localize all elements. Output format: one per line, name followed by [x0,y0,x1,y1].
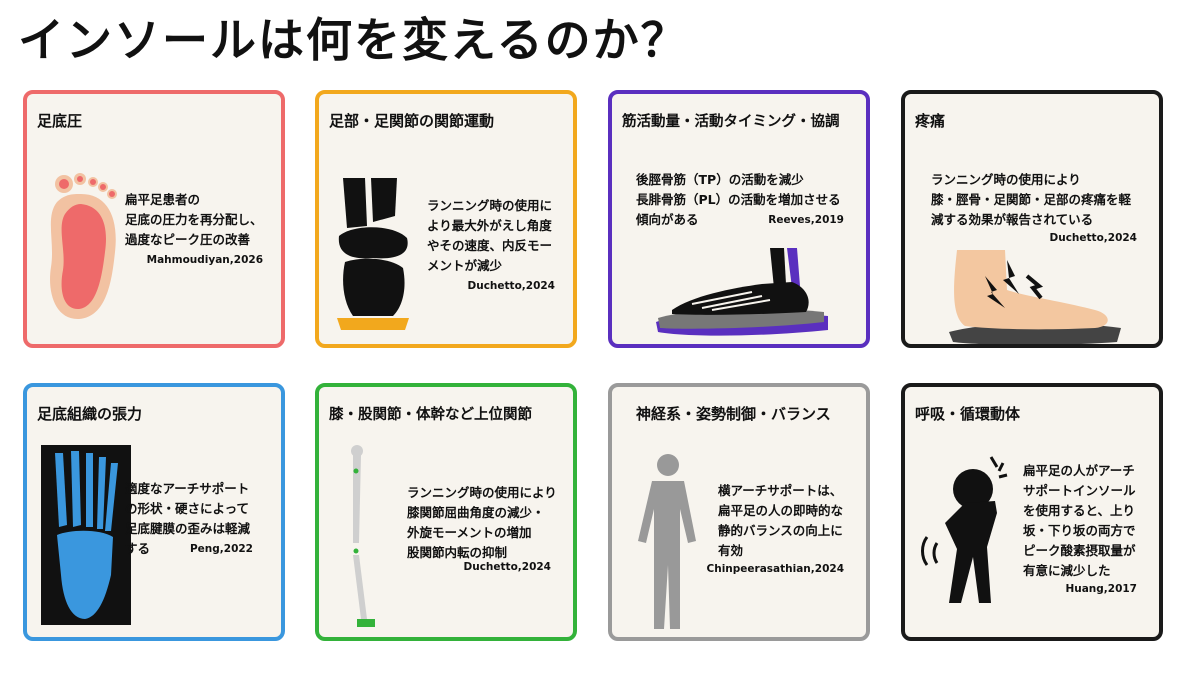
ankle-joint-bones-icon [337,178,409,330]
card-title: 足部・足関節の関節運動 [329,112,495,130]
card-joint-motion: 足部・足関節の関節運動 ランニング時の使用に より最大外がえし角度 やその速度、… [315,90,577,348]
foot-sole-pressure-icon [50,173,117,320]
card-balance: 神経系・姿勢制御・バランス 横アーチサポートは、 扁平足の人の即時的な 静的バラ… [608,383,870,641]
foot-pain-icon [949,250,1121,344]
card-upper-joints: 膝・股関節・体幹など上位関節 ランニング時の使用により 膝関節屈曲角度の減少・ … [315,383,577,641]
card-title: 足底圧 [37,112,83,130]
card-text: ランニング時の使用により 膝・脛骨・足関節・足部の疼痛を軽 減する効果が報告され… [931,172,1132,227]
card-citation: Peng,2022 [189,543,253,555]
card-title: 足底組織の張力 [37,405,143,423]
card-citation: Reeves,2019 [768,214,844,226]
standing-person-icon [638,454,696,629]
card-muscle-activity: 筋活動量・活動タイミング・協調 後脛骨筋（TP）の活動を減少 長腓骨筋（PL）の… [608,90,870,348]
card-title: 筋活動量・活動タイミング・協調 [622,114,840,130]
card-text: 後脛骨筋（TP）の活動を減少 長腓骨筋（PL）の活動を増加させる 傾向がある [636,172,841,227]
card-title: 疼痛 [915,112,946,130]
card-text: 適度なアーチサポート の形状・硬さによって 足底腱膜の歪みは軽減 する [125,481,251,556]
card-text: 扁平足の人がアーチ サポートインソール を使用すると、上り 坂・下り坂の両方で … [1023,463,1136,578]
card-citation: Duchetto,2024 [1049,232,1137,244]
foot-xray-icon [41,445,131,625]
card-plantar-pressure: 足底圧 扁平足患者の 足底の圧力を再分配し、 過度なピーク圧の改善 Mahmou… [23,90,285,348]
card-citation: Duchetto,2024 [467,280,555,292]
page-title: インソールは何を変えるのか？ [18,13,689,67]
card-text: 横アーチサポートは、 扁平足の人の即時的な 静的バランスの向上に 有効 [718,483,844,558]
card-title: 神経系・姿勢制御・バランス [636,405,831,423]
card-title: 膝・股関節・体幹など上位関節 [329,407,532,423]
card-citation: Duchetto,2024 [463,561,551,573]
foot-skeleton-insole-icon [656,248,828,336]
card-citation: Huang,2017 [1065,583,1137,595]
exhausted-person-icon [921,456,1008,603]
card-text: 扁平足患者の 足底の圧力を再分配し、 過度なピーク圧の改善 [125,192,263,247]
card-pain: 疼痛 ランニング時の使用により 膝・脛骨・足関節・足部の疼痛を軽 減する効果が報… [901,90,1163,348]
card-citation: Mahmoudiyan,2026 [146,254,263,266]
leg-skeleton-icon [351,445,375,627]
card-text: ランニング時の使用に より最大外がえし角度 やその速度、内反モー メントが減少 [427,198,553,273]
card-respiratory-circulation: 呼吸・循環動体 扁平足の人がアーチ サポートインソール を使用すると、上り 坂・… [901,383,1163,641]
card-citation: Chinpeerasathian,2024 [706,563,844,575]
card-title: 呼吸・循環動体 [915,405,1021,423]
card-text: ランニング時の使用により 膝関節屈曲角度の減少・ 外旋モーメントの増加 股関節内… [407,485,557,560]
card-plantar-tissue-tension: 足底組織の張力 適度なアーチサポート の形状・硬さによって 足底腱膜の歪みは軽減… [23,383,285,641]
